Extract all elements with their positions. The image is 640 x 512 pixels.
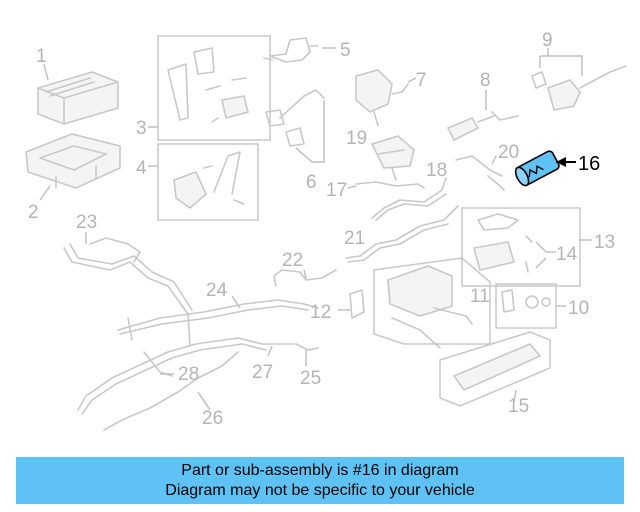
callout-23: 23 (76, 212, 97, 233)
part-1-control-module (37, 63, 119, 125)
part-12-bracket (338, 289, 365, 319)
callout-7: 7 (416, 70, 427, 91)
part-22-hose (273, 269, 337, 287)
callout-26: 26 (202, 408, 223, 429)
part-18-line (371, 177, 447, 221)
banner-line-1: Part or sub-assembly is #16 in diagram (181, 462, 459, 479)
callout-15: 15 (508, 396, 529, 417)
callout-16-highlighted: 16 (578, 153, 600, 175)
info-banner: Part or sub-assembly is #16 in diagram D… (16, 457, 624, 504)
part-5-sensor (263, 37, 336, 63)
banner-line-2: Diagram may not be specific to your vehi… (165, 482, 475, 499)
part-23-line (63, 232, 193, 347)
callout-13: 13 (594, 232, 615, 253)
callout-2: 2 (28, 202, 39, 223)
callout-14: 14 (556, 244, 578, 265)
callout-12: 12 (310, 302, 331, 323)
callout-1: 1 (36, 46, 47, 67)
callout-5: 5 (340, 40, 351, 61)
part-20-valve (455, 155, 505, 191)
part-10-mount-box (495, 283, 566, 329)
callout-3: 3 (136, 118, 147, 139)
callout-10: 10 (568, 298, 589, 319)
callout-17: 17 (326, 180, 347, 201)
callout-19: 19 (346, 128, 367, 149)
part-17-line (347, 181, 425, 189)
parts-diagram: 1 2 3 4 5 6 7 8 9 10 11 12 13 14 15 16 1… (25, 30, 627, 431)
callout-8: 8 (480, 70, 491, 91)
part-19-bracket (370, 135, 415, 181)
callout-4: 4 (136, 158, 147, 179)
part-8-valve (446, 90, 519, 142)
callout-6: 6 (306, 172, 317, 193)
part-24-lines (77, 295, 319, 431)
callout-18: 18 (426, 160, 447, 181)
callout-21: 21 (344, 228, 365, 249)
callout-22: 22 (282, 250, 303, 271)
part-16-highlighted (514, 150, 576, 187)
part-7-pump-assembly (355, 69, 417, 127)
callout-11: 11 (470, 286, 490, 307)
part-4-sensor-box (148, 143, 259, 221)
callout-27: 27 (252, 362, 273, 383)
part-13-valve-box (461, 207, 592, 287)
part-6-harness (265, 89, 325, 163)
callout-20: 20 (498, 142, 519, 163)
callout-24: 24 (206, 280, 228, 301)
callout-25: 25 (300, 368, 321, 389)
callout-9: 9 (542, 30, 553, 51)
part-15-reservoir (439, 331, 551, 407)
part-3-sensor-box (148, 35, 271, 141)
part-21-line (345, 205, 459, 263)
callout-28: 28 (178, 364, 199, 385)
part-9-solenoid (531, 48, 627, 111)
part-2-bracket (25, 133, 121, 201)
